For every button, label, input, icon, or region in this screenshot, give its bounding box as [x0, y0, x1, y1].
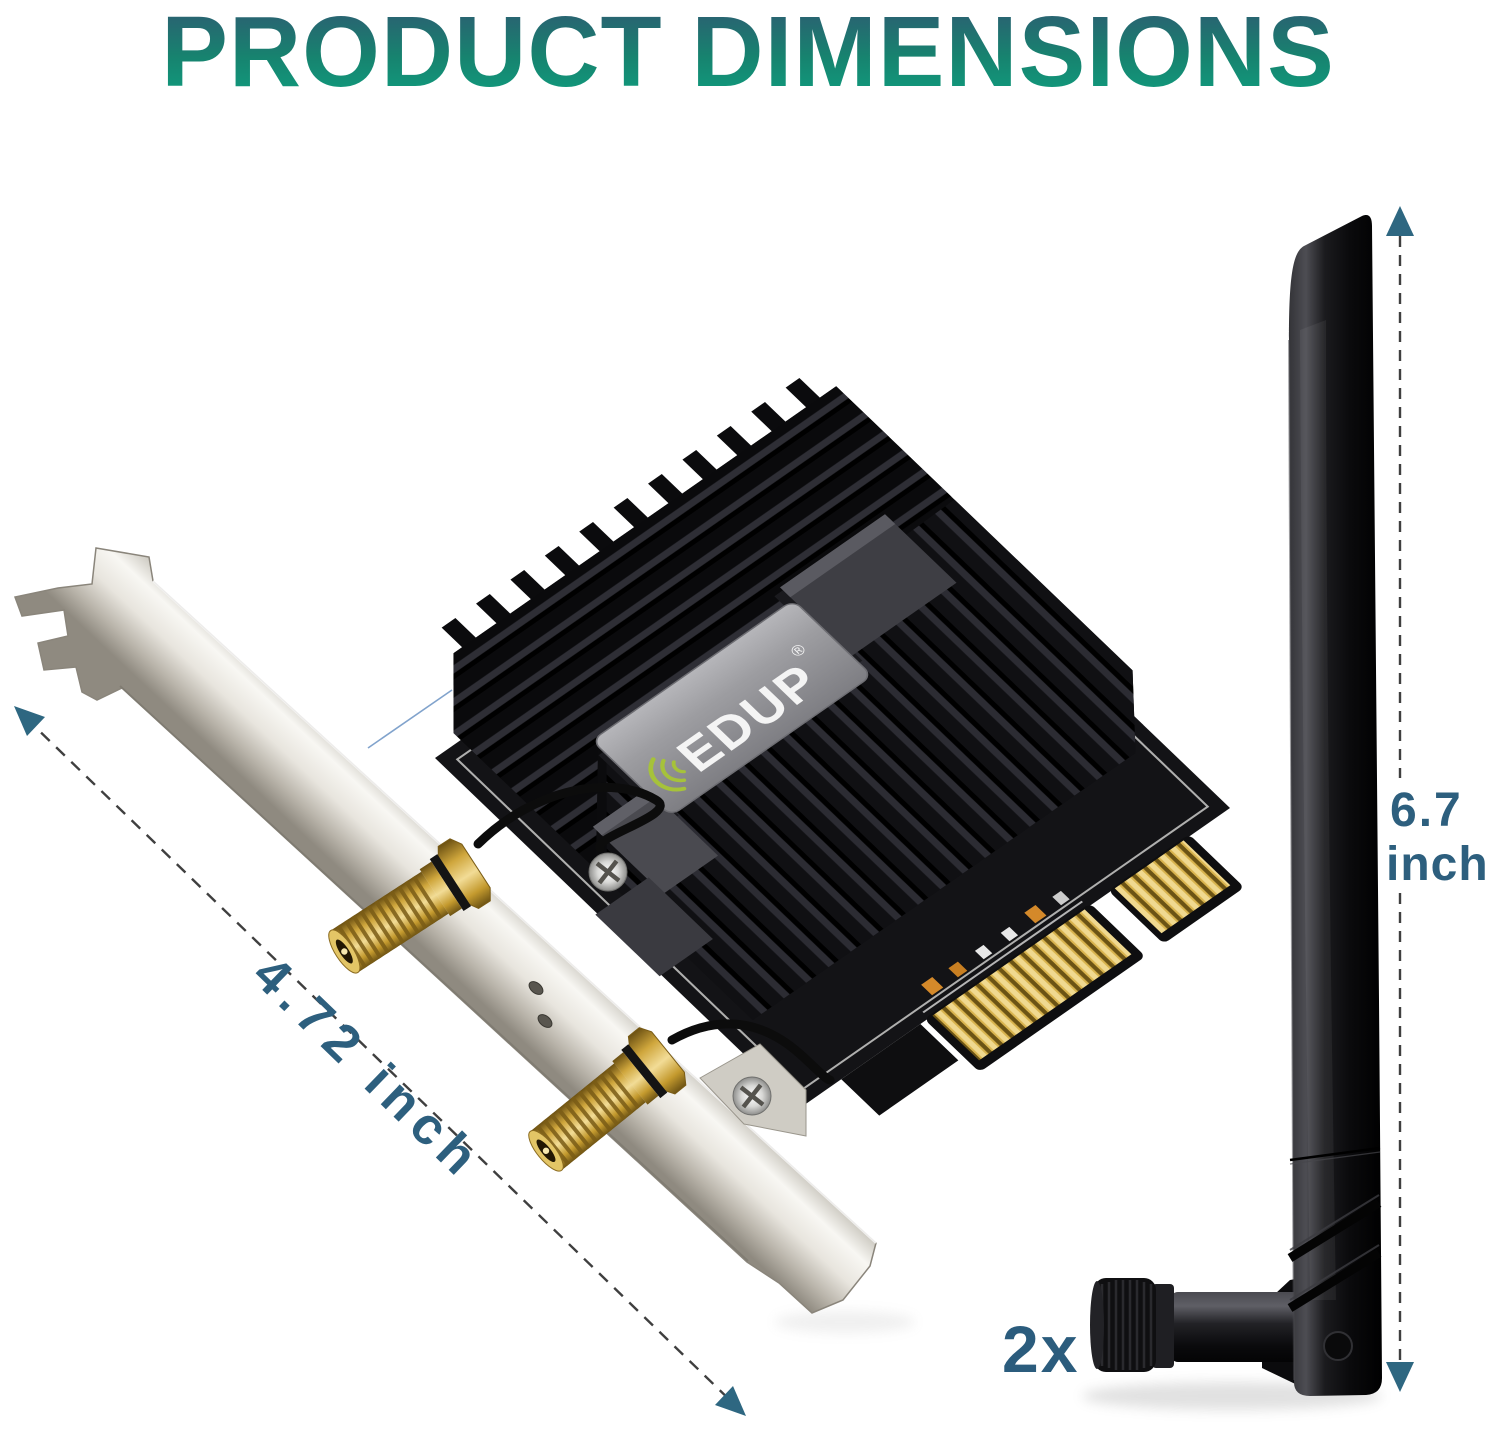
wifi-arcs-icon — [648, 757, 687, 792]
bracket-vent-hole — [528, 981, 544, 995]
heatsink-fin-tips — [441, 377, 823, 650]
gold-fingers-short — [1114, 840, 1231, 934]
antenna-grooves — [1287, 1146, 1382, 1312]
antenna-length-value: 6.7 — [1390, 784, 1463, 837]
leader-line — [367, 689, 453, 749]
antenna-dimension: 6.7 inch — [1386, 206, 1489, 1392]
pcie-edge-connector — [841, 836, 1242, 1116]
antenna-cables — [473, 782, 835, 1085]
bracket-vent-hole — [537, 1014, 553, 1028]
bracket-edge-highlight — [152, 580, 877, 1244]
antenna-length-unit: inch — [1386, 838, 1489, 891]
pci-bracket — [13, 547, 877, 1314]
antenna-hinge-pivot — [1323, 1331, 1353, 1361]
sma-connector-2 — [528, 1027, 687, 1172]
bracket-shadow — [775, 1311, 915, 1333]
smd-components — [921, 890, 1070, 996]
gold-fingers-long — [932, 909, 1132, 1061]
antenna-quantity-label: 2x — [1002, 1312, 1079, 1386]
antenna-blade — [1289, 215, 1382, 1396]
arrowhead-down — [1386, 1362, 1414, 1392]
screw — [588, 852, 628, 892]
antenna-connector-knurl — [1090, 1278, 1156, 1372]
antenna — [1090, 215, 1382, 1396]
sma-connector-1 — [328, 838, 491, 974]
antenna-connector-barrel — [1170, 1292, 1302, 1362]
page-title: PRODUCT DIMENSIONS — [0, 2, 1496, 102]
dimension-line — [25, 717, 735, 1405]
heatsink-fins-lower — [606, 499, 1136, 1020]
arrowhead-up-left — [14, 706, 45, 736]
heatsink-fins-upper — [453, 386, 952, 870]
pcie-wifi-card: EDUP ® — [435, 377, 1242, 1116]
arrowhead-up — [1386, 206, 1414, 236]
arrowhead-down-right — [715, 1386, 746, 1416]
screw — [732, 1076, 772, 1116]
